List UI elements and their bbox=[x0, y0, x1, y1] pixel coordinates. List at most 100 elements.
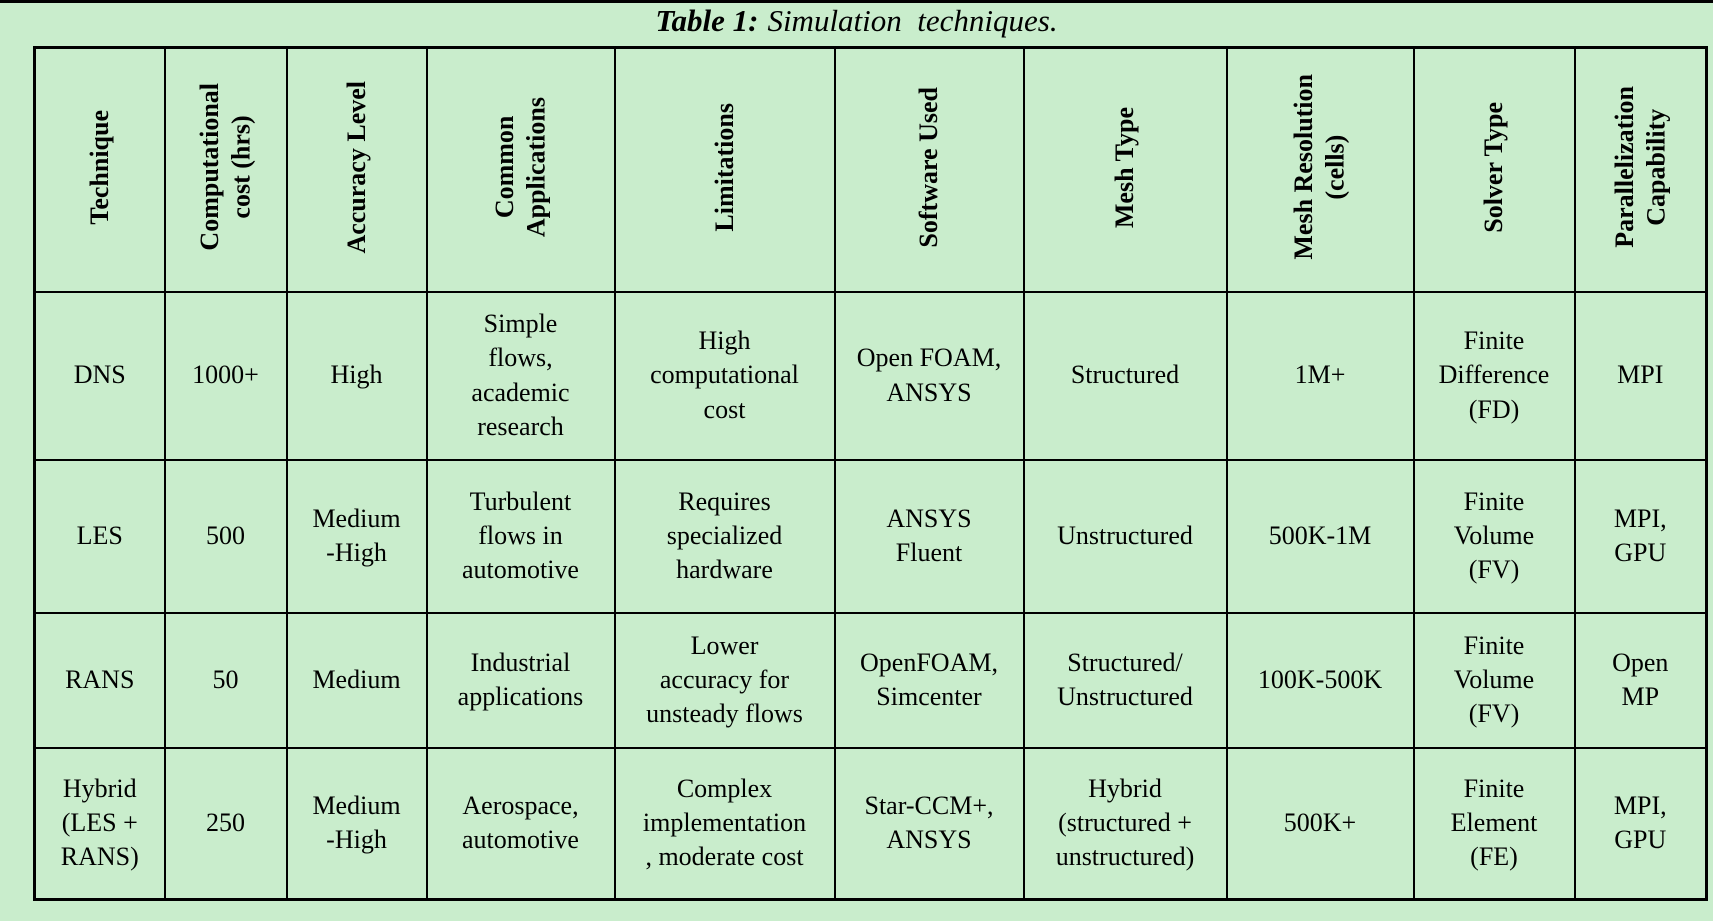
cell-text: ANSYS Fluent bbox=[886, 503, 972, 567]
column-header-label: Mesh Type bbox=[1110, 106, 1140, 228]
cell-text: MPI bbox=[1617, 360, 1664, 390]
cell-text: Industrial applications bbox=[457, 647, 584, 711]
cell-text: 100K-500K bbox=[1257, 664, 1383, 694]
cell-text: Simple flows, academic research bbox=[471, 308, 570, 441]
cell-text: 500K-1M bbox=[1268, 520, 1372, 550]
column-header-label: Mesh Resolution (cells) bbox=[1289, 74, 1350, 261]
cell-text: MPI, GPU bbox=[1613, 790, 1667, 855]
table-cell: Lower accuracy for unsteady flows bbox=[613, 611, 836, 749]
cell-text: Finite Volume (FV) bbox=[1453, 630, 1535, 729]
column-header-label: Technique bbox=[84, 109, 114, 225]
column-header-solver-type: Solver Type bbox=[1412, 46, 1576, 293]
table-cell: 1000+ bbox=[163, 290, 288, 461]
cell-text: Star-CCM+, ANSYS bbox=[864, 790, 994, 855]
table-cell: Medium bbox=[285, 611, 428, 749]
cell-text: High computational cost bbox=[650, 326, 799, 424]
column-header-label: Software Used bbox=[914, 86, 944, 248]
table-cell: DNS bbox=[33, 290, 166, 461]
table-cell: Structured/ Unstructured bbox=[1022, 611, 1228, 749]
column-header-technique: Technique bbox=[33, 46, 166, 293]
table-row-hybrid: Hybrid (LES + RANS) 250 Medium -High Aer… bbox=[33, 746, 1708, 901]
column-header-label: Parallelization Capability bbox=[1609, 86, 1671, 249]
cell-text: Structured/ Unstructured bbox=[1057, 647, 1193, 711]
table-cell: Finite Element (FE) bbox=[1412, 746, 1576, 901]
table-row-les: LES 500 Medium -High Turbulent flows in … bbox=[33, 458, 1708, 614]
cell-text: Finite Difference (FD) bbox=[1438, 326, 1550, 424]
table-cell: 500K+ bbox=[1225, 746, 1415, 901]
table-cell: Medium -High bbox=[285, 746, 428, 901]
table-cell: LES bbox=[33, 458, 166, 614]
table-cell: Hybrid (structured + unstructured) bbox=[1022, 746, 1228, 901]
cell-text: 250 bbox=[206, 808, 245, 838]
cell-text: Medium -High bbox=[312, 790, 401, 855]
table-cell: Finite Difference (FD) bbox=[1412, 290, 1576, 461]
cell-text: MPI, GPU bbox=[1613, 503, 1667, 567]
top-rule-divider bbox=[0, 0, 1713, 3]
table-cell: 1M+ bbox=[1225, 290, 1415, 461]
table-cell: Open MP bbox=[1573, 611, 1708, 749]
table-cell: Structured bbox=[1022, 290, 1228, 461]
column-header-label: Limitations bbox=[709, 102, 739, 232]
cell-text: 50 bbox=[212, 664, 239, 694]
table-cell: MPI, GPU bbox=[1573, 746, 1708, 901]
column-header-mesh-type: Mesh Type bbox=[1022, 46, 1228, 293]
table-cell: High computational cost bbox=[613, 290, 836, 461]
cell-text: Finite Element (FE) bbox=[1450, 773, 1538, 872]
table-cell: OpenFOAM, Simcenter bbox=[833, 611, 1025, 749]
simulation-techniques-table: Technique Computational cost (hrs) Accur… bbox=[33, 46, 1708, 901]
cell-text: Hybrid (LES + RANS) bbox=[60, 773, 139, 872]
cell-text: Aerospace, automotive bbox=[462, 790, 579, 855]
column-header-label: Computational cost (hrs) bbox=[194, 83, 256, 252]
column-header-computational-cost: Computational cost (hrs) bbox=[163, 46, 288, 293]
cell-text: OpenFOAM, Simcenter bbox=[860, 647, 998, 711]
table-caption: Table 1:Simulation techniques. bbox=[0, 3, 1713, 38]
cell-text: RANS bbox=[65, 664, 135, 694]
table-cell: MPI, GPU bbox=[1573, 458, 1708, 614]
table-cell: Finite Volume (FV) bbox=[1412, 611, 1576, 749]
table-cell: 500K-1M bbox=[1225, 458, 1415, 614]
column-header-limitations: Limitations bbox=[613, 46, 836, 293]
table-cell: 100K-500K bbox=[1225, 611, 1415, 749]
cell-text: 1000+ bbox=[192, 360, 259, 390]
table-cell: Aerospace, automotive bbox=[425, 746, 616, 901]
cell-text: Turbulent flows in automotive bbox=[462, 486, 579, 585]
table-cell: ANSYS Fluent bbox=[833, 458, 1025, 614]
table-cell: 50 bbox=[163, 611, 288, 749]
table-cell: Requires specialized hardware bbox=[613, 458, 836, 614]
cell-text: Requires specialized hardware bbox=[666, 486, 783, 585]
column-header-mesh-resolution: Mesh Resolution (cells) bbox=[1225, 46, 1415, 293]
table-caption-label: Table 1: bbox=[655, 3, 759, 38]
table-cell: Finite Volume (FV) bbox=[1412, 458, 1576, 614]
table-row-dns: DNS 1000+ High Simple flows, academic re… bbox=[33, 290, 1708, 461]
table-cell: Complex implementation , moderate cost bbox=[613, 746, 836, 901]
cell-text: Finite Volume (FV) bbox=[1453, 486, 1535, 585]
column-header-label: Accuracy Level bbox=[341, 80, 371, 254]
table-cell: Hybrid (LES + RANS) bbox=[33, 746, 166, 901]
cell-text: High bbox=[330, 360, 383, 390]
table-cell: RANS bbox=[33, 611, 166, 749]
table-cell: 500 bbox=[163, 458, 288, 614]
column-header-label: Solver Type bbox=[1479, 101, 1509, 233]
table-cell: High bbox=[285, 290, 428, 461]
cell-text: Hybrid (structured + unstructured) bbox=[1055, 773, 1195, 872]
table-cell: 250 bbox=[163, 746, 288, 901]
table-cell: Turbulent flows in automotive bbox=[425, 458, 616, 614]
header-row: Technique Computational cost (hrs) Accur… bbox=[33, 46, 1708, 293]
table-row-rans: RANS 50 Medium Industrial applications L… bbox=[33, 611, 1708, 749]
column-header-label: Common Applications bbox=[489, 97, 551, 238]
table-cell: Star-CCM+, ANSYS bbox=[833, 746, 1025, 901]
table-cell: Simple flows, academic research bbox=[425, 290, 616, 461]
table-cell: MPI bbox=[1573, 290, 1708, 461]
cell-text: 500 bbox=[206, 520, 245, 550]
cell-text: Medium bbox=[312, 664, 401, 694]
table-caption-text: Simulation techniques. bbox=[767, 3, 1058, 38]
cell-text: Open FOAM, ANSYS bbox=[856, 343, 1002, 407]
table-cell: Unstructured bbox=[1022, 458, 1228, 614]
table-cell: Industrial applications bbox=[425, 611, 616, 749]
cell-text: 500K+ bbox=[1283, 808, 1357, 838]
column-header-accuracy-level: Accuracy Level bbox=[285, 46, 428, 293]
cell-text: Lower accuracy for unsteady flows bbox=[646, 630, 803, 729]
column-header-software-used: Software Used bbox=[833, 46, 1025, 293]
column-header-common-applications: Common Applications bbox=[425, 46, 616, 293]
